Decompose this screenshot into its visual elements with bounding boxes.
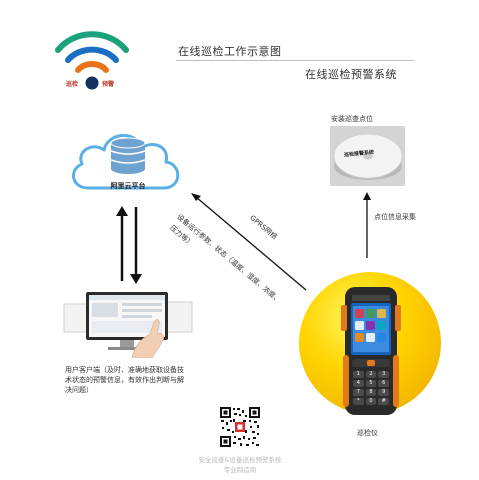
- logo-left-text: 巡检: [66, 81, 79, 88]
- key: #: [378, 398, 389, 405]
- qr-code-icon: [219, 406, 261, 448]
- collect-label: 点位信息采集: [374, 213, 416, 221]
- key: 8: [365, 389, 377, 396]
- key: 7: [353, 389, 364, 396]
- key: *: [353, 398, 364, 405]
- inspection-point-photo: 巡检报警系统: [330, 126, 405, 186]
- key: 3: [378, 371, 389, 378]
- key: 0: [365, 398, 377, 405]
- footer: 安全巡查&设备巡检预警系统 专业制造商: [160, 455, 320, 475]
- device-label: 巡检仪: [357, 429, 378, 437]
- page-title: 在线巡检工作示意图: [178, 45, 282, 58]
- sync-arrows-icon: [116, 206, 142, 284]
- cloud-icon: [72, 134, 180, 190]
- key: 9: [378, 389, 389, 396]
- handheld-device: 1 2 3 4 5 6 7 8 9 * 0 #: [341, 285, 401, 417]
- key: 5: [365, 380, 377, 387]
- monitor-icon: [63, 292, 193, 359]
- logo-right-text: 预警: [102, 81, 115, 88]
- footer-line1: 安全巡查&设备巡检预警系统: [198, 456, 282, 464]
- keypad: 1 2 3 4 5 6 7 8 9 * 0 #: [353, 371, 389, 405]
- wifi-logo-icon: [55, 31, 129, 90]
- user-client-illustration: [62, 286, 194, 359]
- page-subtitle: 在线巡检预警系统: [305, 68, 397, 81]
- inspection-point-title: 安装巡查点位: [331, 115, 373, 123]
- logo: 巡检 预警: [52, 22, 132, 94]
- footer-line2: 专业制造商: [223, 466, 257, 474]
- inspection-disc-icon: [330, 126, 405, 186]
- user-client-description: 用户客户端（及时、准确地获取设备技术状态的预警信息，有效作出判断与解决问题）: [65, 366, 184, 394]
- cloud-platform: [66, 118, 188, 198]
- database-icon: [110, 137, 146, 174]
- key: 4: [353, 380, 364, 387]
- key: 6: [378, 380, 389, 387]
- qr-code: [219, 406, 261, 448]
- key: 1: [353, 371, 364, 378]
- key: 2: [365, 371, 377, 378]
- title-divider: [176, 60, 414, 61]
- cloud-label: 阿里云平台: [110, 182, 146, 190]
